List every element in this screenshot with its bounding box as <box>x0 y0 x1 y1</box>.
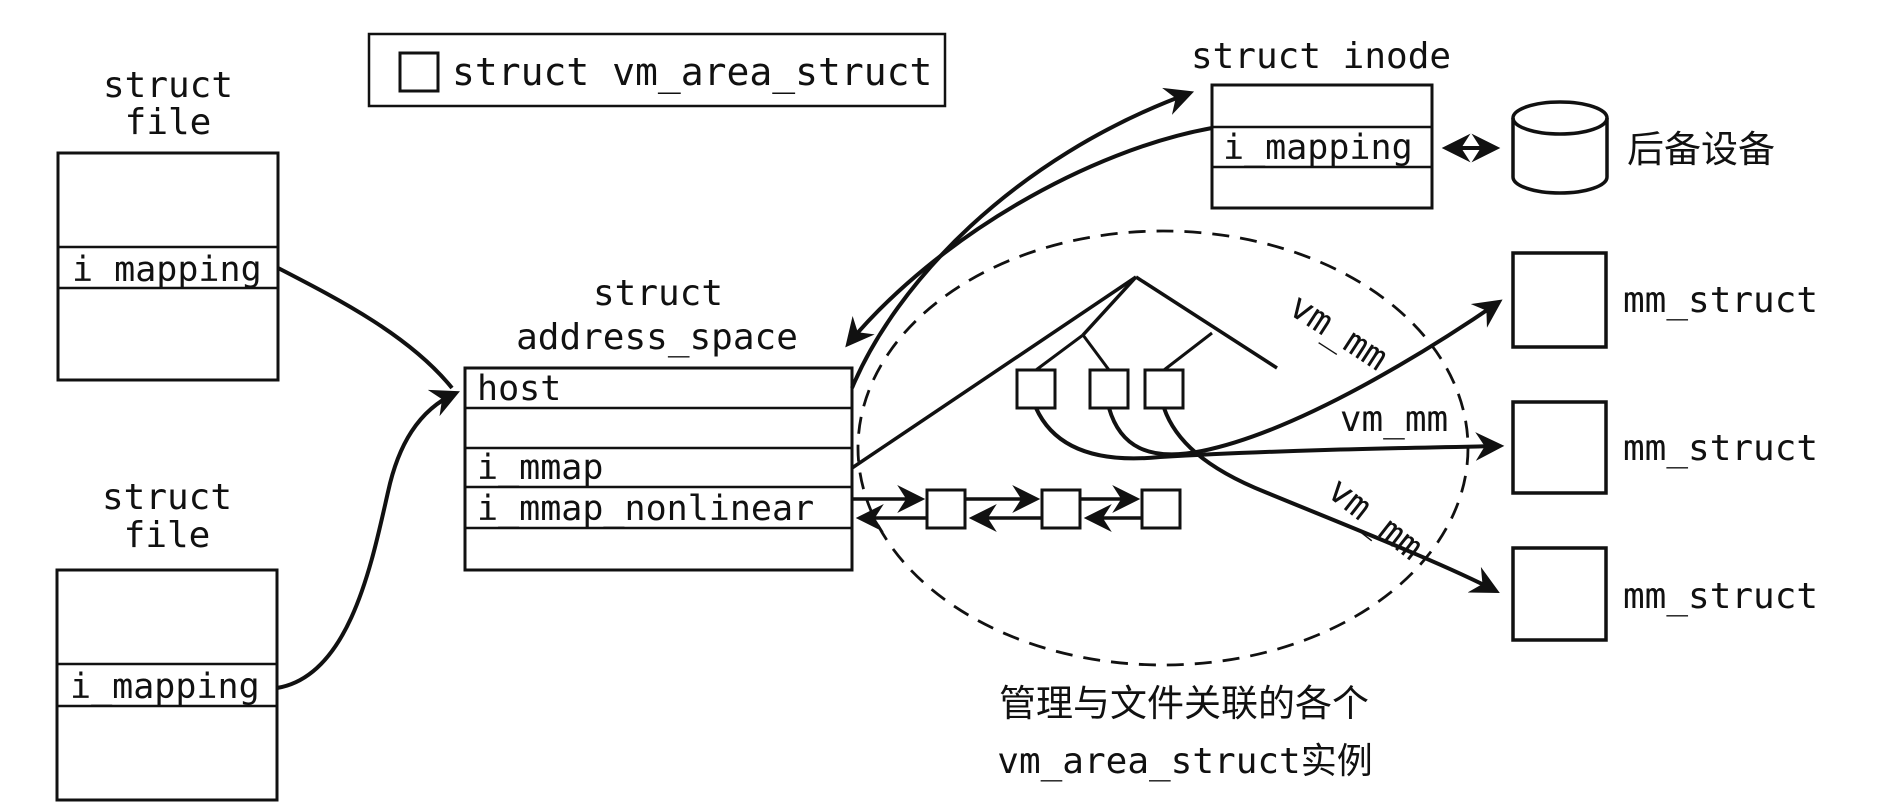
i-mmap-tree <box>851 275 1278 470</box>
mm-struct-1: mm_struct <box>1511 251 1818 349</box>
disk-cylinder-top-icon <box>1511 100 1609 136</box>
caption-line2: vm_area_struct实例 <box>997 741 1372 782</box>
address-space-title-line1: struct <box>593 273 723 314</box>
file-top-title-line2: file <box>125 102 212 143</box>
file-bottom-title-line1: struct <box>102 477 232 518</box>
vm-mm-arrow-to-mm-struct-3 <box>1162 407 1500 593</box>
tree-edge <box>1163 331 1213 372</box>
disk-cylinder-icon <box>1511 118 1609 195</box>
address-space-frame <box>463 366 854 572</box>
mm-struct-1-frame <box>1511 251 1608 349</box>
i-mmap-nonlinear-field: i_mmap_nonlinear <box>477 489 814 529</box>
vm-area-struct-list-square <box>925 488 967 530</box>
struct-address-space: struct address_space host i_mmap i_mmap_… <box>463 273 854 572</box>
mm-struct-3-label: mm_struct <box>1623 576 1818 617</box>
mm-struct-2-label: mm_struct <box>1623 428 1818 469</box>
mm-struct-2: mm_struct <box>1511 400 1818 495</box>
inode-imapping-to-address-space-arrow <box>845 126 1213 348</box>
file-top-to-host-arrow <box>277 266 454 390</box>
backing-device: 后备设备 <box>1441 100 1775 195</box>
inode-title: struct inode <box>1191 36 1451 77</box>
legend-box: struct vm_area_struct <box>367 32 947 108</box>
legend-frame <box>367 32 947 108</box>
caption-line1: 管理与文件关联的各个 <box>999 682 1369 725</box>
file-bottom-frame <box>55 568 279 802</box>
tree-edge <box>1135 275 1278 370</box>
file-bottom-to-host-arrow <box>276 389 460 690</box>
inode-imapping-field: i_mapping <box>1223 128 1413 168</box>
address-space-title-line2: address_space <box>516 317 798 358</box>
tree-edge <box>1081 334 1111 371</box>
i-mmap-to-tree-line <box>851 275 1137 470</box>
vm-mm-label-middle: vm_mm <box>1340 399 1448 440</box>
file-bottom-title-line2: file <box>124 515 211 556</box>
file-bottom-imapping-field: i_mapping <box>70 667 260 707</box>
vm-area-struct-list-square <box>1040 488 1082 530</box>
mm-struct-3-frame <box>1511 546 1608 642</box>
struct-inode: struct inode i_mapping <box>1191 36 1451 210</box>
i-mmap-field: i_mmap <box>477 448 603 488</box>
i-mmap-nonlinear-list <box>852 485 1182 532</box>
struct-file-top: struct file i_mapping <box>56 65 280 382</box>
mm-struct-1-label: mm_struct <box>1623 280 1818 321</box>
mm-struct-2-frame <box>1511 400 1608 495</box>
backing-device-label: 后备设备 <box>1627 128 1775 171</box>
host-field: host <box>477 369 561 409</box>
file-top-imapping-field: i_mapping <box>72 250 262 290</box>
tree-edge <box>1035 333 1084 372</box>
inode-frame <box>1210 83 1434 210</box>
vm-mm-arrow-to-mm-struct-1 <box>1107 299 1503 457</box>
vm-area-struct-square-icon <box>398 51 440 93</box>
file-top-title-line1: struct <box>103 65 233 106</box>
legend-label: struct vm_area_struct <box>452 50 932 95</box>
struct-file-bottom: struct file i_mapping <box>55 477 279 802</box>
vm-area-struct-list-square <box>1140 488 1182 530</box>
mm-struct-3: mm_struct <box>1511 546 1818 642</box>
file-top-frame <box>56 151 280 382</box>
tree-edge <box>1081 275 1138 337</box>
